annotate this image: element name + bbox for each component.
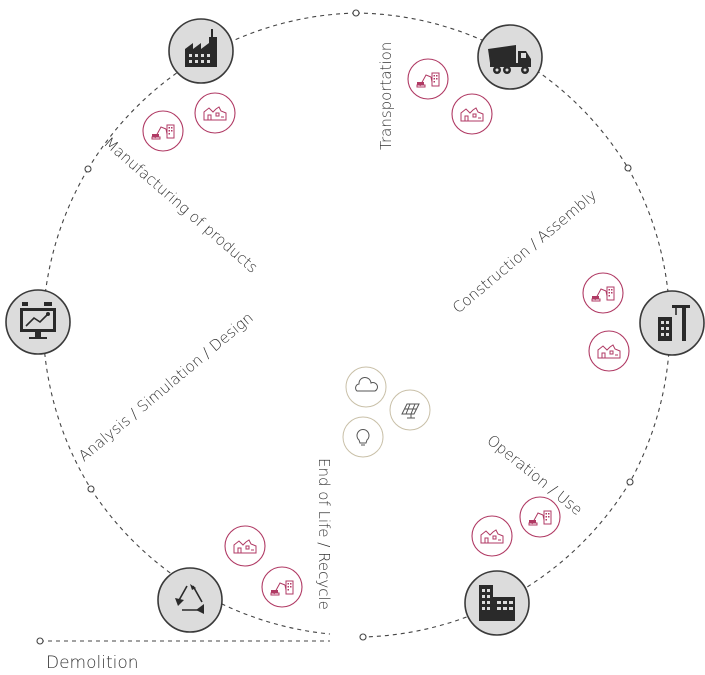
cloud-icon [345, 366, 387, 408]
stage-end-of-life [157, 567, 223, 633]
label-manufacturing: Manufacturing of products [100, 133, 261, 276]
label-analysis: Analysis / Simulation / Design [75, 308, 257, 465]
stage-transportation [477, 24, 543, 90]
recycle-icon [175, 584, 204, 614]
excavator-site-icon [407, 58, 449, 100]
stage-construction [639, 290, 705, 356]
label-construction: Construction / Assembly [449, 186, 600, 317]
factory-icon [185, 29, 217, 67]
impact-icons [142, 58, 630, 608]
demolished-building-icon [194, 92, 236, 134]
stage-manufacturing [168, 18, 234, 84]
stage-operation [464, 570, 530, 636]
excavator-site-icon [519, 496, 561, 538]
excavator-site-icon [142, 110, 184, 152]
cycle-arcs [40, 12, 671, 642]
excavator-site-icon [261, 566, 303, 608]
label-transportation: Transportation [377, 42, 395, 150]
excavator-site-icon [582, 272, 624, 314]
crane-building-icon [658, 305, 690, 341]
lightbulb-icon [342, 416, 384, 458]
cycle-junctions [36, 9, 634, 645]
office-building-icon [479, 585, 515, 621]
solar-panel-icon [389, 389, 431, 431]
demolished-building-icon [471, 515, 513, 557]
demolished-building-icon [451, 93, 493, 135]
dump-truck-icon [488, 45, 531, 74]
demolished-building-icon [224, 525, 266, 567]
demolished-building-icon [588, 330, 630, 372]
stage-analysis [5, 289, 71, 355]
label-end-of-life: End of Life / Recycle [315, 458, 333, 610]
computer-design-icon [20, 302, 56, 339]
center-icons [342, 366, 431, 458]
label-demolition: Demolition [46, 653, 139, 673]
